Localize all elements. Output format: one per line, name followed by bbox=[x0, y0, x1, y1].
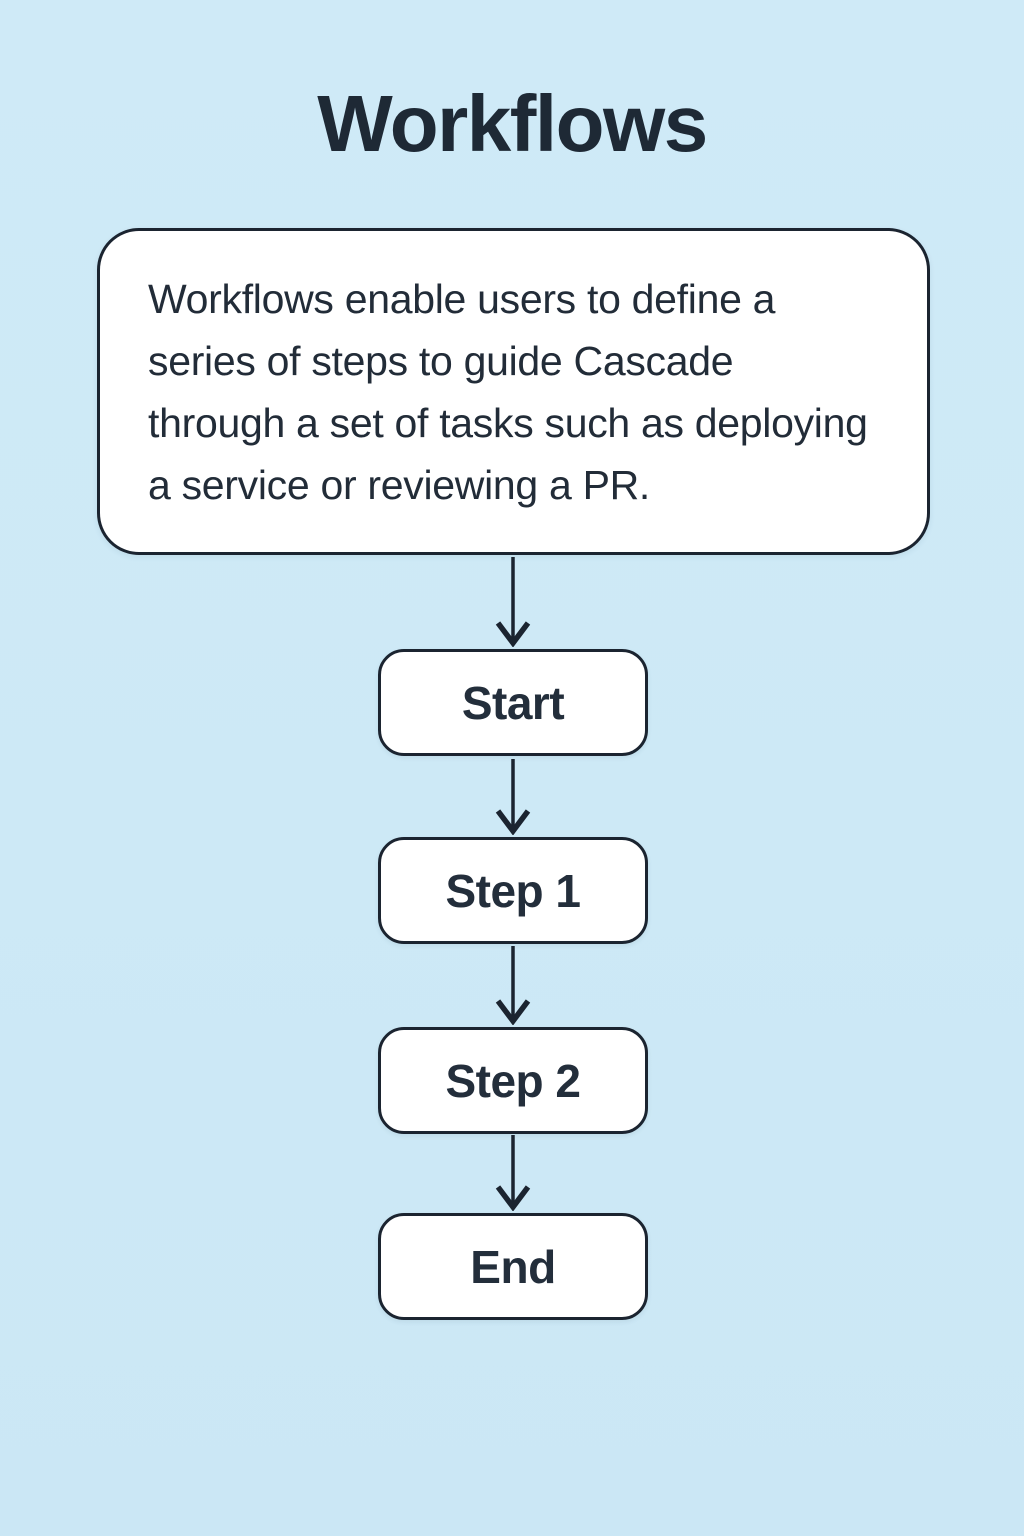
description-card: Workflows enable users to define a serie… bbox=[97, 228, 930, 555]
flow-node-step2: Step 2 bbox=[378, 1027, 648, 1134]
arrow-down-icon bbox=[491, 557, 535, 647]
flow-node-start: Start bbox=[378, 649, 648, 756]
arrow-down-icon bbox=[491, 946, 535, 1025]
flow-node-step1: Step 1 bbox=[378, 837, 648, 944]
description-text: Workflows enable users to define a serie… bbox=[148, 275, 868, 508]
arrow-down-icon bbox=[491, 759, 535, 835]
flow-node-end: End bbox=[378, 1213, 648, 1320]
arrow-down-icon bbox=[491, 1135, 535, 1211]
page-title: Workflows bbox=[317, 79, 708, 168]
